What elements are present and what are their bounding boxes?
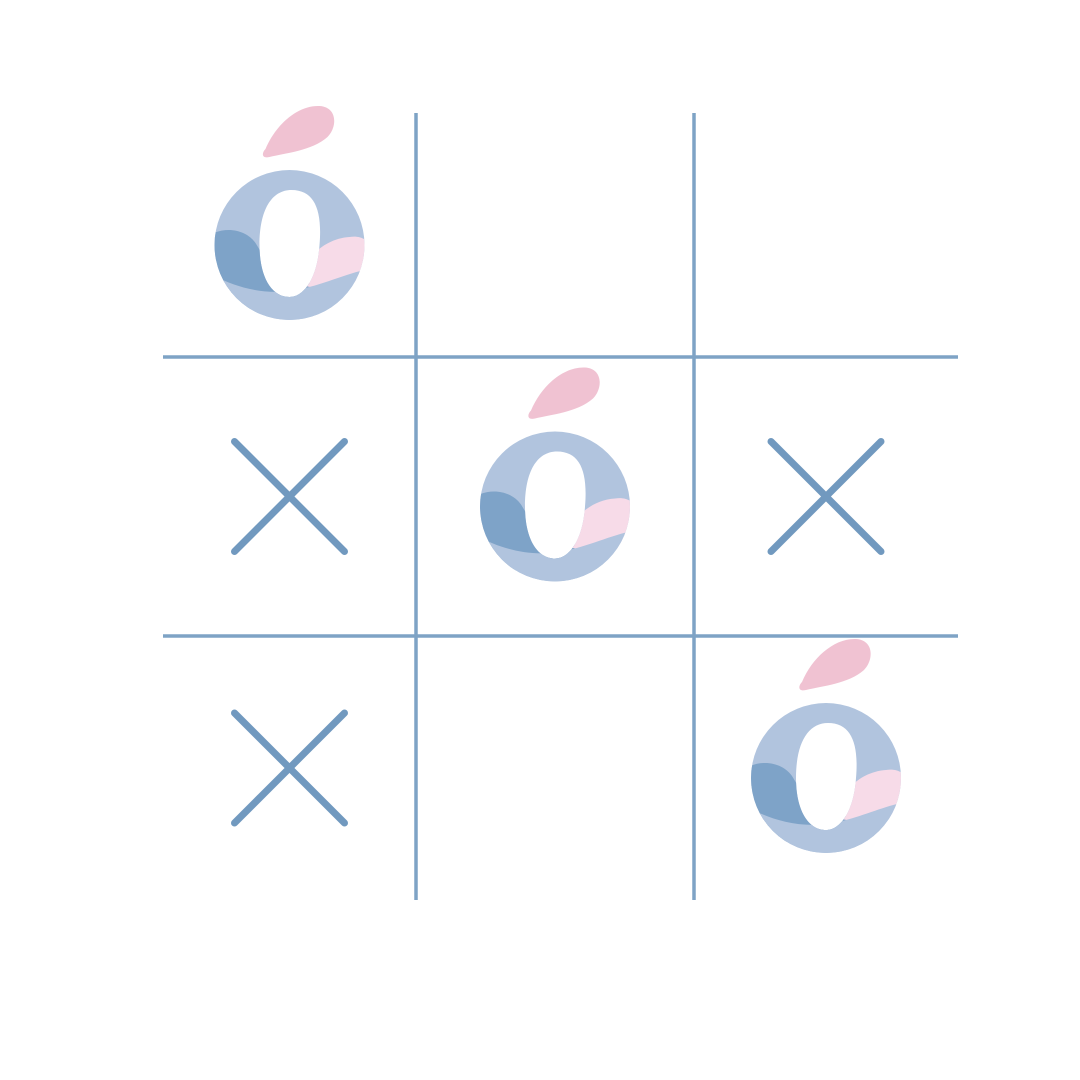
cell-middle-right[interactable] <box>694 357 958 636</box>
board-grid <box>163 113 958 900</box>
cell-bottom-right[interactable] <box>694 636 958 900</box>
cell-hit-area[interactable] <box>416 113 694 357</box>
cell-middle-center[interactable] <box>416 357 694 636</box>
cell-middle-left[interactable] <box>163 357 416 636</box>
cell-top-right[interactable] <box>694 113 958 357</box>
cell-bottom-center[interactable] <box>416 636 694 900</box>
cell-bottom-left[interactable] <box>163 636 416 900</box>
cell-top-center[interactable] <box>416 113 694 357</box>
cell-top-left[interactable] <box>163 106 416 357</box>
cell-hit-area[interactable] <box>416 636 694 900</box>
board-cells <box>163 106 958 900</box>
cell-hit-area[interactable] <box>694 113 958 357</box>
